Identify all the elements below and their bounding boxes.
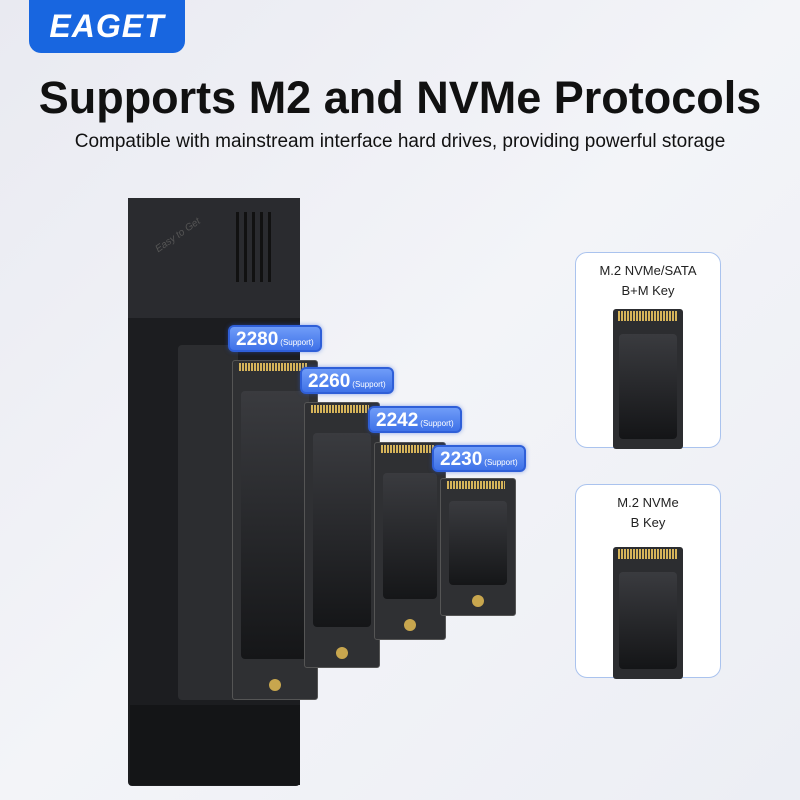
size-tag-2280: 2280(Support) — [228, 325, 322, 352]
b-key-ssd-image — [613, 547, 683, 679]
ssd-2230 — [440, 478, 516, 616]
ssd-2242 — [374, 442, 446, 640]
ssd-2260 — [304, 402, 380, 668]
size-tag-2260: 2260(Support) — [300, 367, 394, 394]
enclosure-heatsink — [128, 198, 300, 318]
page-subtitle: Compatible with mainstream interface har… — [74, 131, 726, 152]
page-title: Supports M2 and NVMe Protocols — [38, 72, 762, 123]
enclosure-base — [130, 705, 300, 785]
vent — [252, 212, 255, 282]
vent — [260, 212, 263, 282]
size-tag-2242: 2242(Support) — [368, 406, 462, 433]
size-tag-2230: 2230(Support) — [432, 445, 526, 472]
enclosure-board — [178, 345, 238, 700]
vent — [268, 212, 271, 282]
vent — [244, 212, 247, 282]
brand-logo: EAGET — [29, 0, 185, 53]
bm-key-ssd-image — [613, 309, 683, 449]
vent — [236, 212, 239, 282]
ssd-2280 — [232, 360, 318, 700]
